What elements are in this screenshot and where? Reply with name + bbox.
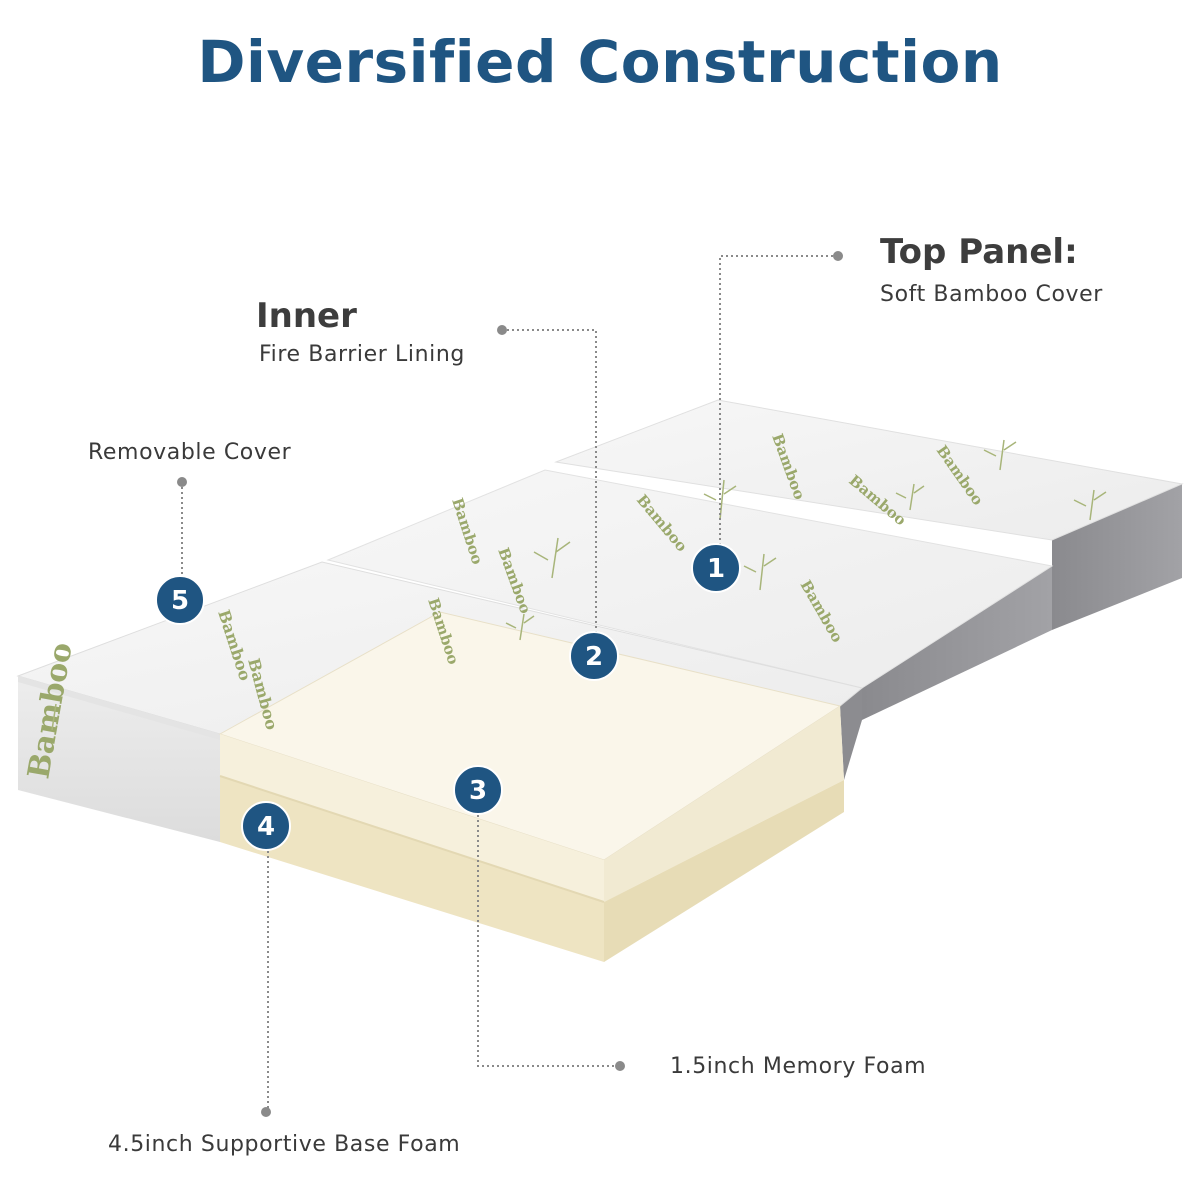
inner-text: Fire Barrier Lining (259, 342, 465, 367)
memory-foam-layer (220, 734, 604, 902)
leader-dot-2 (497, 325, 507, 335)
badge-5-number: 5 (171, 586, 189, 616)
leader-dots (177, 251, 843, 1117)
leader-line-2 (502, 329, 597, 648)
badge-3: 3 (453, 765, 503, 815)
badge-1: 1 (691, 543, 741, 593)
leader-dot-5 (177, 477, 187, 487)
top-panel-heading: Top Panel: (880, 232, 1078, 272)
badge-5: 5 (155, 575, 205, 625)
base-foam-layer (220, 776, 604, 962)
memory-foam-text: 1.5inch Memory Foam (670, 1054, 927, 1079)
base-foam-text: 4.5inch Supportive Base Foam (108, 1132, 461, 1157)
leader-dot-4 (261, 1107, 271, 1117)
badge-4: 4 (241, 801, 291, 851)
foam-layers (218, 611, 844, 962)
badge-3-number: 3 (469, 776, 487, 806)
badge-4-number: 4 (257, 812, 275, 842)
badge-2-number: 2 (585, 642, 603, 672)
leader-lines (181, 255, 838, 1112)
leader-line-1 (719, 255, 838, 560)
inner-heading: Inner (256, 296, 357, 336)
leader-line-3 (477, 800, 620, 1067)
fold-section-back (554, 399, 1184, 630)
leader-dot-3 (615, 1061, 625, 1071)
top-panel-text: Soft Bamboo Cover (880, 282, 1103, 307)
badge-2: 2 (569, 631, 619, 681)
removable-cover-text: Removable Cover (88, 440, 292, 465)
badge-1-number: 1 (707, 554, 725, 584)
page-title: Diversified Construction (197, 28, 1003, 96)
leader-dot-1 (833, 251, 843, 261)
